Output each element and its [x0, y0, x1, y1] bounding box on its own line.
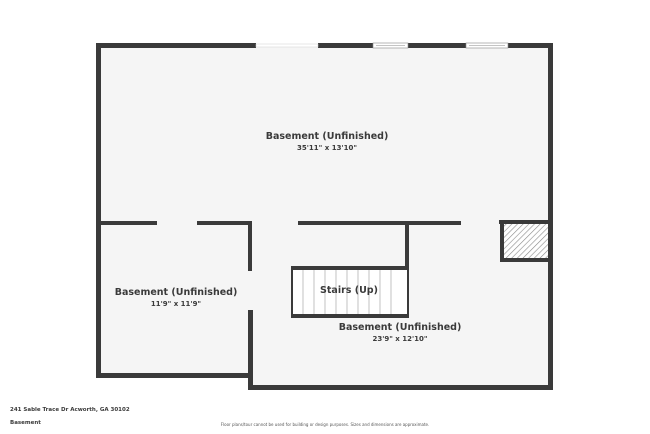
room-dimensions: 23'9" x 12'10" — [372, 335, 428, 343]
room-name: Basement (Unfinished) — [338, 322, 462, 333]
exterior-walls — [96, 43, 553, 390]
floor-area — [99, 46, 550, 387]
room-name: Basement (Unfinished) — [114, 287, 238, 298]
room-dimensions: 11'9" x 11'9" — [150, 300, 202, 308]
window-top-left — [255, 43, 319, 48]
floor-level: Basement — [10, 420, 41, 426]
room-name: Basement (Unfinished) — [265, 131, 389, 142]
room-label-left-basement: Basement (Unfinished) 11'9" x 11'9" — [115, 287, 238, 308]
window-top-right — [465, 42, 509, 49]
room-label-stairs: Stairs (Up) — [320, 285, 378, 296]
room-dimensions: 35'11" x 13'10" — [297, 144, 357, 152]
room-label-main-basement: Basement (Unfinished) 35'11" x 13'10" — [266, 131, 389, 152]
stairs — [291, 266, 409, 318]
room-label-right-basement: Basement (Unfinished) 23'9" x 12'10" — [339, 322, 462, 343]
disclaimer: Floor plans/tour cannot be used for buil… — [220, 422, 430, 427]
room-name: Stairs (Up) — [320, 285, 378, 296]
hatched-chase — [499, 220, 553, 262]
window-top-middle — [372, 42, 409, 49]
property-address: 241 Sable Trace Dr Acworth, GA 30102 — [10, 407, 130, 413]
